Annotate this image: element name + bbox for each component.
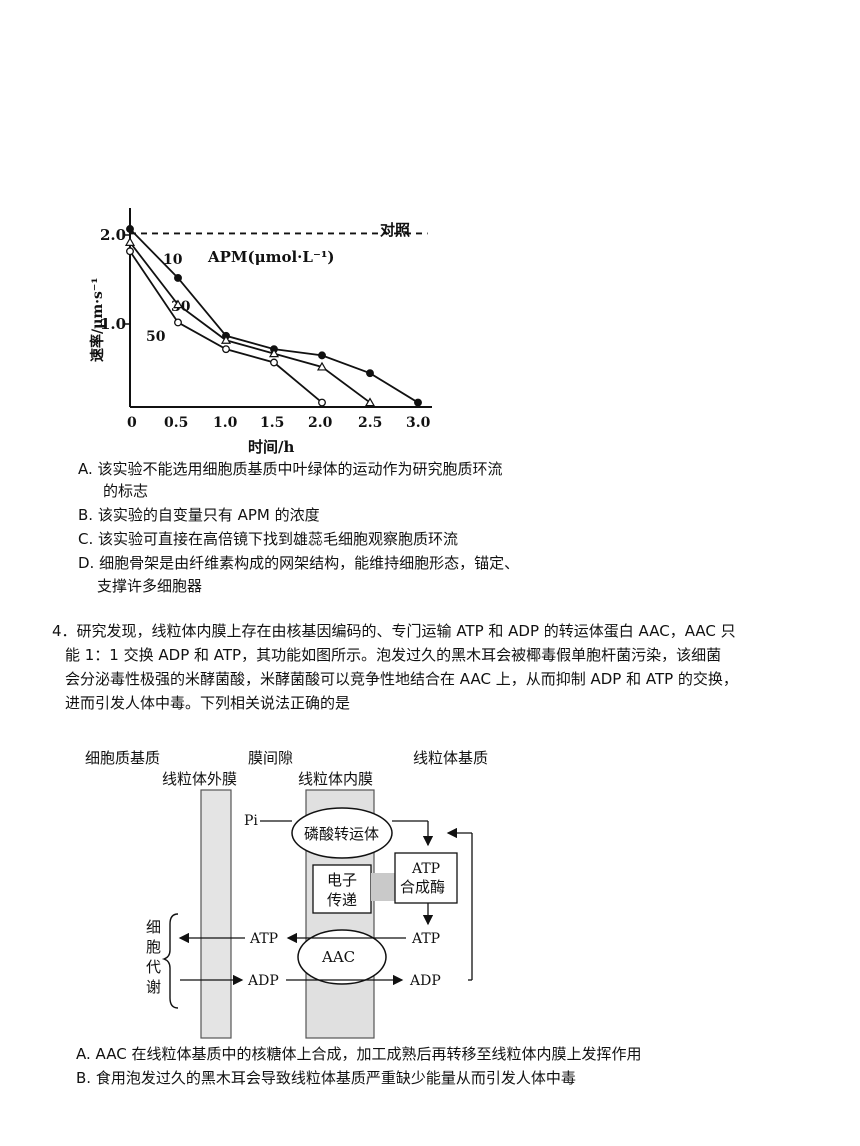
x-tick-label: 3.0 [406, 415, 431, 431]
question-4-stem: 4．研究发现，线粒体内膜上存在由核基因编码的、专门运输 ATP 和 ADP 的转… [52, 619, 812, 715]
q3-option-a-line1: A. 该实验不能选用细胞质基质中叶绿体的运动作为研究胞质环流 [78, 460, 503, 478]
atp-matrix-label: ATP [411, 931, 440, 947]
data-point-30 [124, 237, 136, 246]
data-point-10 [414, 398, 422, 407]
data-point-10 [318, 351, 326, 360]
inner-membrane-label: 线粒体内膜 [298, 770, 373, 788]
intermembrane-space-label: 膜间隙 [248, 749, 293, 767]
q4-option-a: A. AAC 在线粒体基质中的核糖体上合成，加工成熟后再转移至线粒体内膜上发挥作… [76, 1045, 642, 1063]
atp-synthase-label: ATP [411, 861, 440, 877]
data-point-50 [126, 247, 134, 256]
data-point-10 [174, 273, 182, 282]
x-tick-label: 1.5 [260, 415, 284, 431]
atp-synthase-label: 合成酶 [400, 878, 445, 896]
curve-label-10: 10 [163, 252, 183, 268]
q4-line: 进而引发人体中毒。下列相关说法正确的是 [65, 694, 351, 712]
q4-line: 能 1：1 交换 ADP 和 ATP，其功能如图所示。泡发过久的黑木耳会被椰毒假… [65, 646, 722, 664]
aac-label: AAC [321, 948, 355, 966]
question-number: 4． [52, 622, 77, 640]
electron-transport-box [312, 864, 372, 914]
x-axis-label: 时间/h [248, 438, 294, 456]
data-point-30 [172, 299, 184, 309]
phosphate-transporter [291, 807, 393, 859]
control-label: 对照 [380, 221, 410, 239]
q3-option-d-line1: D. 细胞骨架是由纤维素构成的网架结构，能维持细胞形态，锚定、 [78, 554, 520, 572]
mito-matrix-label: 线粒体基质 [413, 749, 488, 767]
y-axis-label: 速率/μm·s⁻¹ [89, 278, 106, 362]
q4-option-b: B. 食用泡发过久的黑木耳会导致线粒体基质严重缺少能量从而引发人体中毒 [76, 1069, 576, 1087]
curve-label-50: 50 [146, 329, 166, 345]
x-tick-label: 2.5 [358, 415, 382, 431]
atp-cytoplasm-label: ATP [249, 931, 278, 947]
metabolism-label: 代 [146, 958, 161, 976]
x-tick-label: 1.0 [213, 415, 238, 431]
x-tick-label: 2.0 [308, 415, 333, 431]
data-point-30 [364, 397, 376, 407]
pi-label: Pi [244, 813, 258, 829]
outer-membrane-label: 线粒体外膜 [162, 770, 237, 788]
data-point-10 [366, 369, 374, 378]
outer-membrane [200, 789, 232, 1039]
phosphate-transporter-label: 磷酸转运体 [304, 825, 379, 843]
q3-option-c: C. 该实验可直接在高倍镜下找到雄蕊毛细胞观察胞质环流 [78, 530, 459, 548]
adp-cytoplasm-label: ADP [247, 973, 279, 989]
data-point-30 [316, 361, 328, 371]
data-point-50 [270, 358, 278, 367]
y-tick-label: 1.0 [100, 315, 126, 333]
metabolism-label: 谢 [146, 978, 161, 996]
y-tick-label: 2.0 [100, 226, 126, 244]
q3-option-d-line2: 支撑许多细胞器 [97, 577, 203, 595]
data-point-30 [220, 335, 232, 344]
series-line-50 [129, 250, 323, 404]
q3-option-b: B. 该实验的自变量只有 APM 的浓度 [78, 506, 320, 524]
q3-option-a-line2: 的标志 [103, 482, 149, 500]
data-point-10 [126, 225, 134, 233]
data-point-50 [174, 318, 182, 327]
aac-transporter [297, 929, 387, 985]
data-point-50 [318, 398, 326, 407]
series-line-30 [129, 241, 371, 404]
cytoplasm-matrix-label: 细胞质基质 [85, 749, 160, 767]
mitochondria-aac-diagram: 细胞质基质 膜间隙 线粒体基质 线粒体外膜 线粒体内膜 Pi 磷酸转运体 电子 … [85, 749, 488, 1039]
apm-line-graph: 2.0 1.0 速率/μm·s⁻¹ 0 0.5 1.0 1.5 2.0 2.5 … [89, 208, 432, 456]
electron-transport-label: 传递 [327, 891, 357, 909]
atp-synthase-box [394, 852, 458, 904]
data-point-50 [222, 345, 230, 354]
data-point-30 [268, 348, 280, 358]
electron-transport-label: 电子 [327, 871, 357, 889]
metabolism-label: 胞 [146, 938, 161, 956]
x-tick-label: 0 [127, 415, 137, 431]
q4-line: 会分泌毒性极强的米酵菌酸，米酵菌酸可以竞争性地结合在 AAC 上，从而抑制 AD… [65, 670, 738, 688]
q4-line: 研究发现，线粒体内膜上存在由核基因编码的、专门运输 ATP 和 ADP 的转运体… [76, 622, 736, 640]
x-tick-label: 0.5 [164, 415, 188, 431]
apm-label: APM(μmol·L⁻¹) [207, 248, 335, 266]
metabolism-brace [161, 913, 179, 1009]
adp-matrix-label: ADP [409, 973, 441, 989]
metabolism-label: 细 [146, 918, 161, 936]
